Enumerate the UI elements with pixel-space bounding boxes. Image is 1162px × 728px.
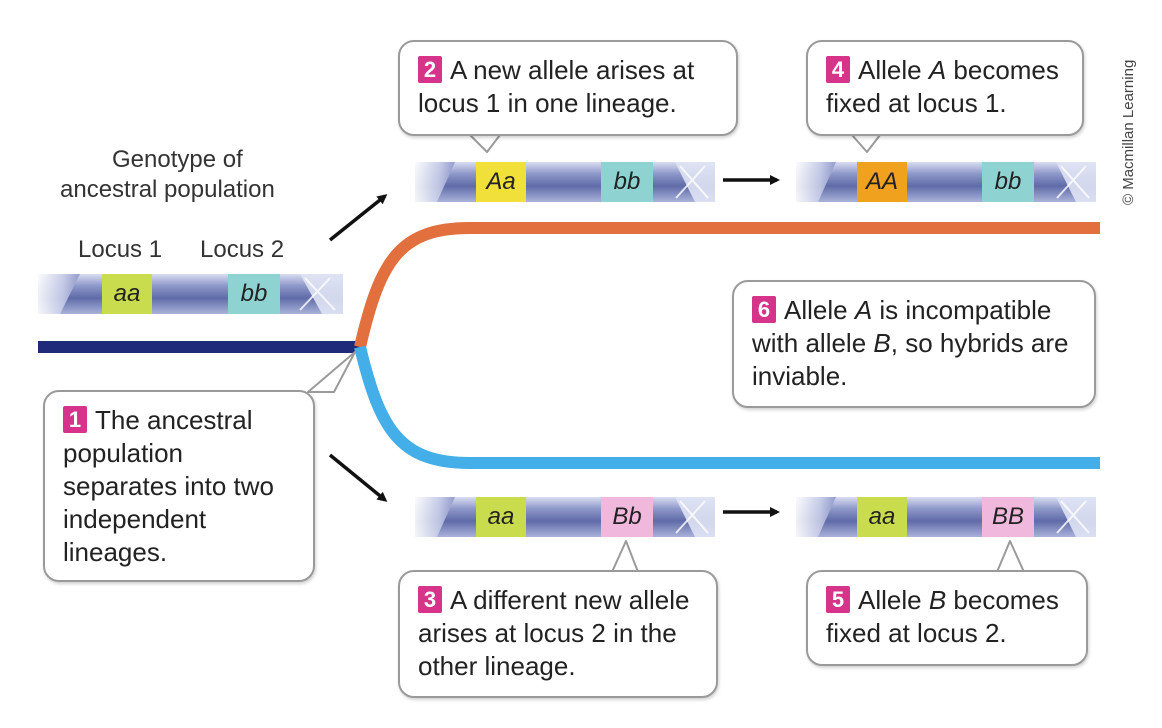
copyright-credit: © Macmillan Learning — [1120, 59, 1137, 205]
allele-lower-step1-locus1: aa — [487, 503, 515, 530]
callout-6-text-mid: is incompatible with allele — [752, 295, 1052, 358]
allele-ancestral-locus1: aa — [113, 280, 141, 307]
genotype-label-line2: ancestral population — [60, 176, 275, 203]
arrow-to-lower-lineage — [328, 453, 388, 502]
callout-6-allele-a: A — [854, 295, 873, 325]
step-number-badge: 3 — [418, 586, 442, 613]
callout-5-allele: B — [928, 585, 947, 615]
callout-3-text: A different new allele arises at locus 2… — [418, 585, 690, 681]
allele-lower-step1-locus2: Bb — [612, 503, 642, 530]
chromosome-lower-step2 — [796, 497, 1096, 537]
allele-lower-step2-locus1: aa — [868, 503, 896, 530]
chromosome-ancestral — [38, 274, 343, 314]
upper-lineage-line — [354, 222, 1100, 349]
callout-6-text-pre: Allele — [784, 295, 855, 325]
callout-6: 6 Allele A is incompatible with allele B,… — [732, 280, 1096, 408]
allele-upper-step1-locus1: Aa — [486, 168, 516, 195]
chromosome-lower-step1 — [415, 497, 715, 537]
callout-5-pointer — [996, 540, 1025, 573]
allele-lower-step2-locus2: BB — [991, 503, 1024, 530]
step-number-badge: 4 — [826, 56, 850, 83]
callout-5: 5 Allele B becomes fixed at locus 2. — [806, 570, 1088, 666]
genotype-label-line1: Genotype of — [112, 146, 243, 173]
callout-5-text-pre: Allele — [858, 585, 929, 615]
callout-4: 4 Allele A becomes fixed at locus 1. — [806, 40, 1084, 136]
step-number-badge: 5 — [826, 586, 850, 613]
step-number-badge: 1 — [63, 406, 87, 433]
allele-upper-step2-locus2: bb — [994, 168, 1022, 195]
callout-6-allele-b: B — [873, 328, 891, 358]
chromosome-upper-step1 — [415, 162, 715, 202]
callout-6-text-post: , so hybrids are inviable. — [752, 328, 1069, 391]
callout-3-pointer — [611, 540, 639, 573]
callout-2-text: A new allele arises at locus 1 in one li… — [418, 55, 695, 118]
step-number-badge: 6 — [752, 296, 776, 323]
allele-upper-step1-locus2: bb — [613, 168, 641, 195]
callout-4-pointer — [851, 134, 881, 153]
callout-4-text-post: becomes fixed at locus 1. — [826, 55, 1059, 118]
callout-1-text: The ancestral population separates into … — [63, 405, 275, 567]
chromosome-upper-step2 — [796, 162, 1096, 202]
callout-5-text-post: becomes fixed at locus 2. — [826, 585, 1059, 648]
callout-2-pointer — [469, 134, 501, 153]
arrow-to-upper-lineage — [328, 194, 388, 242]
locus-1-label: Locus 1 — [78, 236, 163, 263]
locus-2-label: Locus 2 — [200, 236, 285, 263]
step-number-badge: 2 — [418, 56, 442, 83]
callout-4-allele: A — [928, 55, 947, 85]
lower-lineage-line — [354, 345, 1100, 469]
allele-upper-step2-locus1: AA — [865, 168, 898, 195]
allele-ancestral-locus2: bb — [240, 280, 268, 307]
callout-1-pointer — [307, 351, 356, 393]
callout-4-text-pre: Allele — [858, 55, 929, 85]
